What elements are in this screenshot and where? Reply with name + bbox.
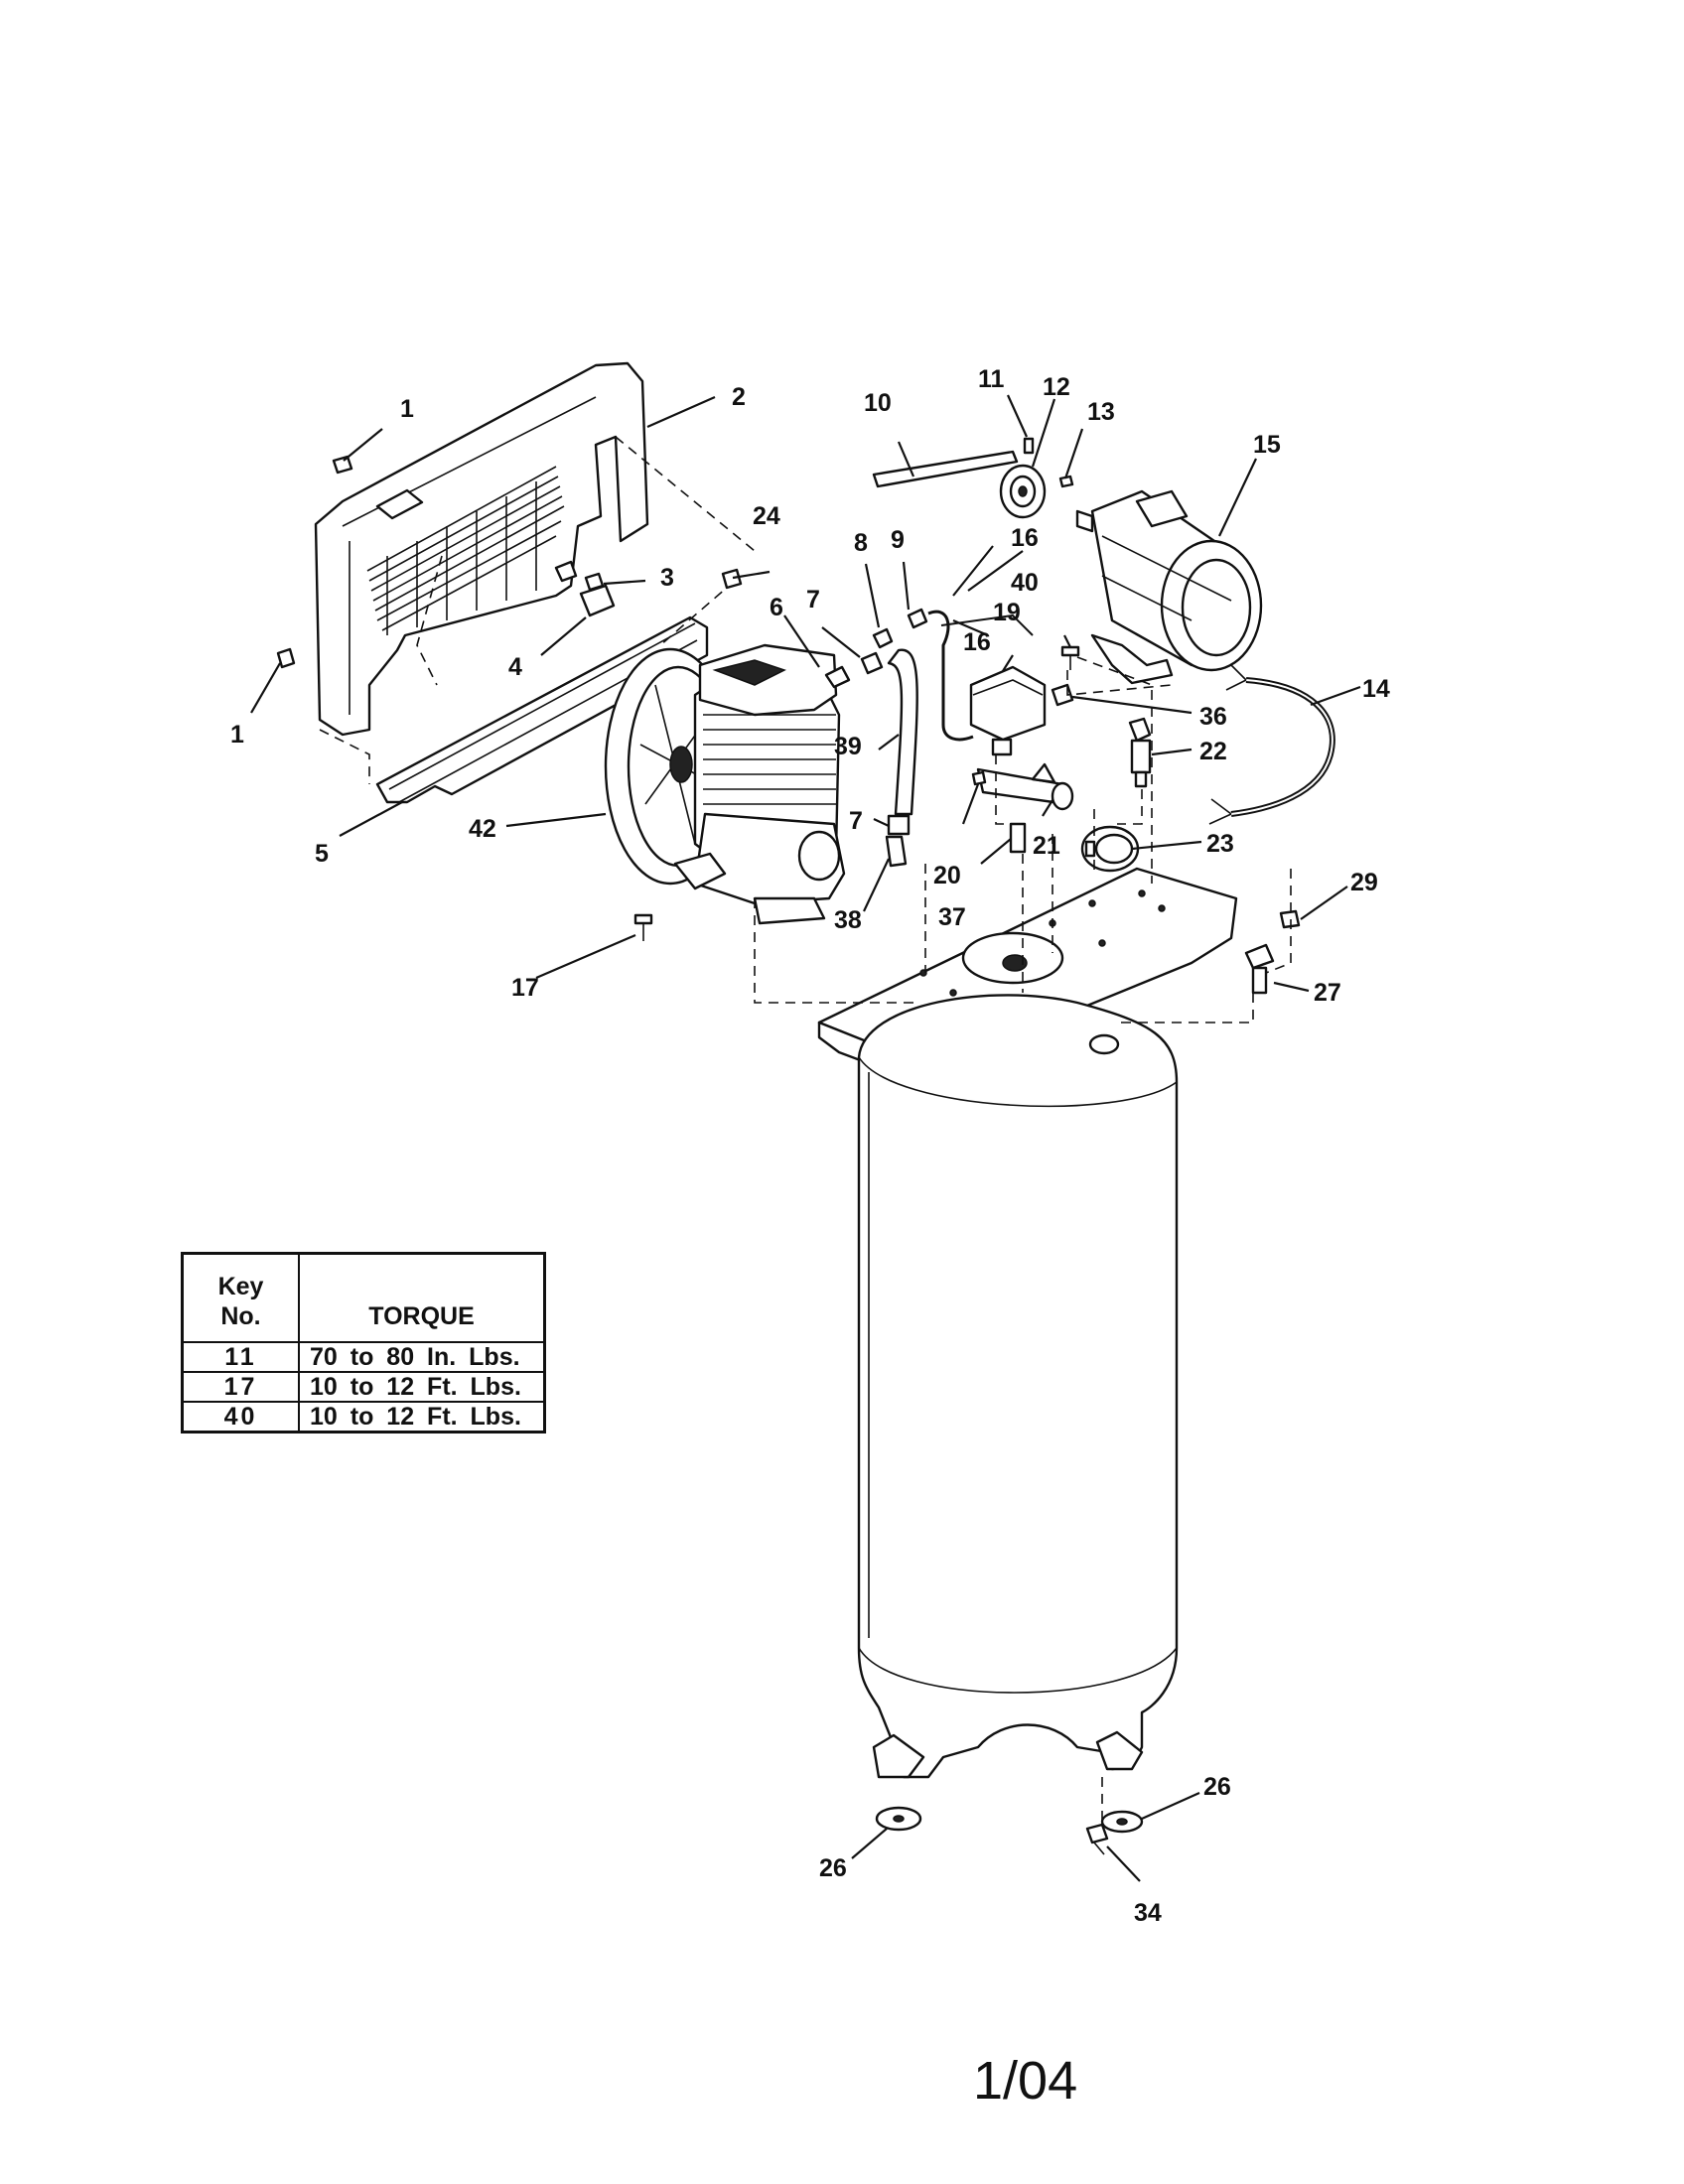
belt <box>872 450 1019 488</box>
callout-10: 10 <box>864 389 892 417</box>
callout-29: 29 <box>1350 869 1378 896</box>
motor <box>1075 489 1263 685</box>
callout-42: 42 <box>469 815 496 843</box>
safety-valve <box>1128 717 1152 788</box>
screw-34 <box>1085 1823 1109 1855</box>
pressure-gauge <box>1080 825 1140 873</box>
table-row: 11 70 to 80 In. Lbs. <box>181 1341 546 1373</box>
belt-guard-grille <box>366 466 565 635</box>
callout-19: 19 <box>993 599 1021 626</box>
discharge-tube <box>887 648 918 816</box>
table-row: 40 10 to 12 Ft. Lbs. <box>181 1401 546 1433</box>
row-torque: 10 to 12 Ft. Lbs. <box>298 1371 546 1403</box>
bracket <box>579 584 616 617</box>
callout-4: 4 <box>508 653 522 681</box>
motor-pulley <box>999 464 1047 519</box>
callout-numbers: 1 1 2 3 4 5 24 6 7 8 9 10 11 12 13 15 16… <box>230 365 1390 1927</box>
callout-16-mid: 16 <box>963 628 991 656</box>
fitting-7 <box>860 651 884 675</box>
bolt-24 <box>721 568 743 590</box>
callout-24: 24 <box>753 502 780 530</box>
callout-5: 5 <box>315 840 329 868</box>
table-row: 17 10 to 12 Ft. Lbs. <box>181 1371 546 1403</box>
callout-38: 38 <box>834 906 862 934</box>
pressure-switch <box>969 665 1047 756</box>
page-number: 1/04 <box>973 2051 1078 2111</box>
bolt-17 <box>633 913 653 941</box>
callout-39: 39 <box>834 733 862 760</box>
callout-11: 11 <box>978 365 1005 393</box>
bolt-1-side <box>276 647 296 669</box>
callout-21: 21 <box>1033 832 1060 860</box>
callout-13: 13 <box>1087 398 1115 426</box>
callout-2: 2 <box>732 383 746 411</box>
callout-26-right: 26 <box>1203 1773 1231 1801</box>
callout-22: 22 <box>1199 738 1227 765</box>
manifold <box>976 762 1074 811</box>
callout-1-side: 1 <box>230 721 244 749</box>
fitting-9 <box>907 608 928 629</box>
row-torque: 10 to 12 Ft. Lbs. <box>298 1401 546 1433</box>
power-cord <box>1208 664 1335 825</box>
elbow-38 <box>885 835 908 868</box>
callout-12: 12 <box>1043 373 1070 401</box>
bolt-40 <box>1060 645 1080 657</box>
plug-20 <box>971 770 987 786</box>
callout-23: 23 <box>1206 830 1234 858</box>
set-screw <box>1023 437 1035 455</box>
fitting-6 <box>824 665 851 689</box>
callout-36: 36 <box>1199 703 1227 731</box>
callout-37: 37 <box>938 903 966 931</box>
nut-29 <box>1279 909 1301 929</box>
nut-3 <box>584 572 605 592</box>
key <box>1058 475 1074 488</box>
callout-8: 8 <box>854 529 868 557</box>
drain-valve-27 <box>1244 943 1275 995</box>
callout-17: 17 <box>511 974 539 1002</box>
callout-1-top: 1 <box>400 395 414 423</box>
callout-26-left: 26 <box>819 1854 847 1882</box>
belt-guard <box>314 361 649 737</box>
callout-40: 40 <box>1011 569 1039 597</box>
callout-16-top: 16 <box>1011 524 1039 552</box>
row-key: 40 <box>181 1401 300 1433</box>
header-torque: TORQUE <box>298 1252 546 1343</box>
callout-27: 27 <box>1314 979 1341 1007</box>
callout-20: 20 <box>933 862 961 889</box>
row-torque: 70 to 80 In. Lbs. <box>298 1341 546 1373</box>
nipple-37 <box>1009 822 1027 854</box>
callout-7-top: 7 <box>806 586 820 614</box>
row-key: 17 <box>181 1371 300 1403</box>
callout-14: 14 <box>1362 675 1390 703</box>
bracket-clip <box>554 560 578 583</box>
air-tank <box>857 994 1179 1779</box>
callout-34: 34 <box>1134 1899 1162 1927</box>
unloader-tube <box>927 610 974 742</box>
leader-lines <box>250 394 1361 1882</box>
bolt-1-top <box>332 455 353 475</box>
callout-15: 15 <box>1253 431 1281 459</box>
callout-7-bottom: 7 <box>849 807 863 835</box>
fitting-8 <box>872 627 894 649</box>
support-rail <box>375 615 709 804</box>
compressor-pump <box>604 643 846 925</box>
callout-3: 3 <box>660 564 674 592</box>
callout-6: 6 <box>770 594 783 621</box>
tube-fitting <box>887 814 911 836</box>
row-key: 11 <box>181 1341 300 1373</box>
callout-9: 9 <box>891 526 905 554</box>
